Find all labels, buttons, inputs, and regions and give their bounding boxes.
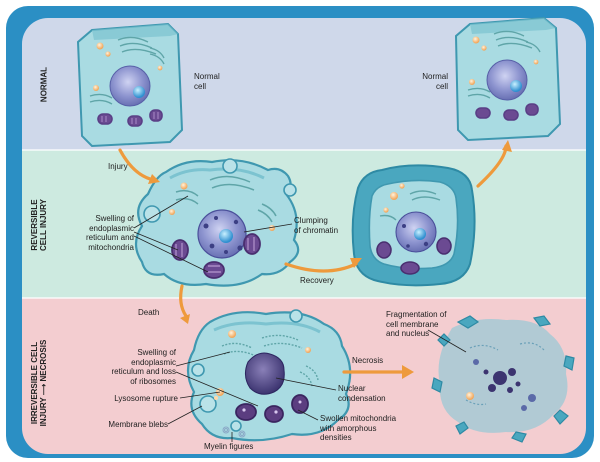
fragmented-cell [431,315,575,443]
label-swollen-mitochondria: Swollen mitochondria with amorphous dens… [320,414,397,442]
reversible-injury-cell [134,158,300,287]
flow-arrows [118,144,508,374]
row-label-irreversible: IRREVERSIBLE CELL INJURY ⟶ NECROSIS [30,339,48,427]
normal-cell-left [76,22,184,148]
recovery-arrow-line [284,262,358,273]
label-injury: Injury [108,162,128,171]
arrow-heads [148,140,512,379]
label-normal-cell-right: Normal cell [422,72,448,91]
leader-lines [133,195,467,442]
normal-cell-right [454,16,562,142]
label-death: Death [138,308,160,317]
label-clumping-chromatin: Clumping of chromatin [294,216,339,235]
label-swelling-er-ribo: Swelling of endoplasmic reticulum and lo… [111,348,176,386]
label-fragmentation: Fragmentation of cell membrane and nucle… [386,310,447,338]
label-membrane-blebs: Membrane blebs [108,420,168,429]
label-necrosis: Necrosis [352,356,384,365]
death-arrow-line [179,284,188,318]
label-lysosome-rupture: Lysosome rupture [114,394,178,403]
label-recovery: Recovery [300,276,334,285]
label-myelin-figures: Myelin figures [204,442,254,451]
label-swelling-er-mito: Swelling of endoplasmic reticulum and mi… [85,214,134,252]
row-label-normal: NORMAL [39,66,49,103]
row-label-reversible: REVERSIBLE CELL INJURY [30,199,48,252]
row-reversible-band [22,150,586,298]
label-nuclear-condensation: Nuclear condensation [338,384,386,403]
label-normal-cell-left: Normal cell [194,72,220,91]
recovering-cell [351,164,476,287]
necrotic-cell [186,309,352,442]
